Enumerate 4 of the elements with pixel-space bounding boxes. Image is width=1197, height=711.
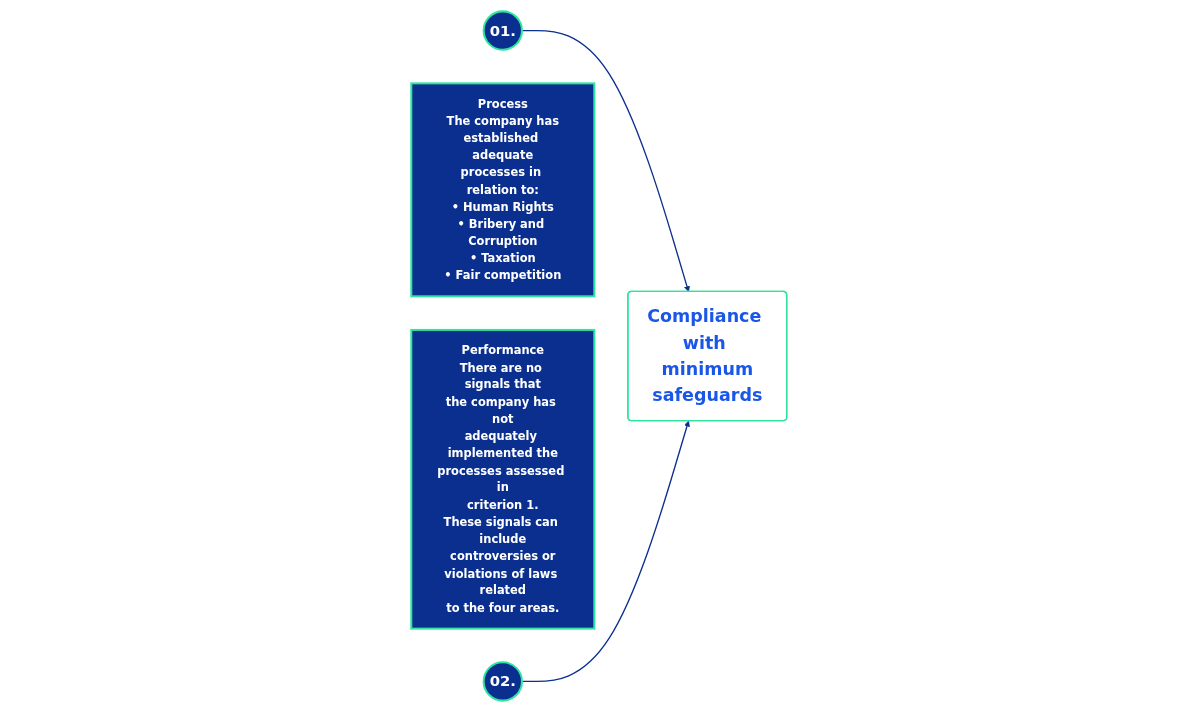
node-box: Performance There are no signals that the company has not adequately implemented the processes assessed in criterion 1. These signals can include controversies or violations of laws related to the four areas. [409, 328, 595, 630]
node-box: Process The company has established adequate processes in relation to: • Human Rights • Bribery and Corruption • Taxation • Fair competition [409, 81, 595, 297]
node-circle: 02. [482, 660, 523, 702]
node-circle: 01. [482, 9, 523, 51]
